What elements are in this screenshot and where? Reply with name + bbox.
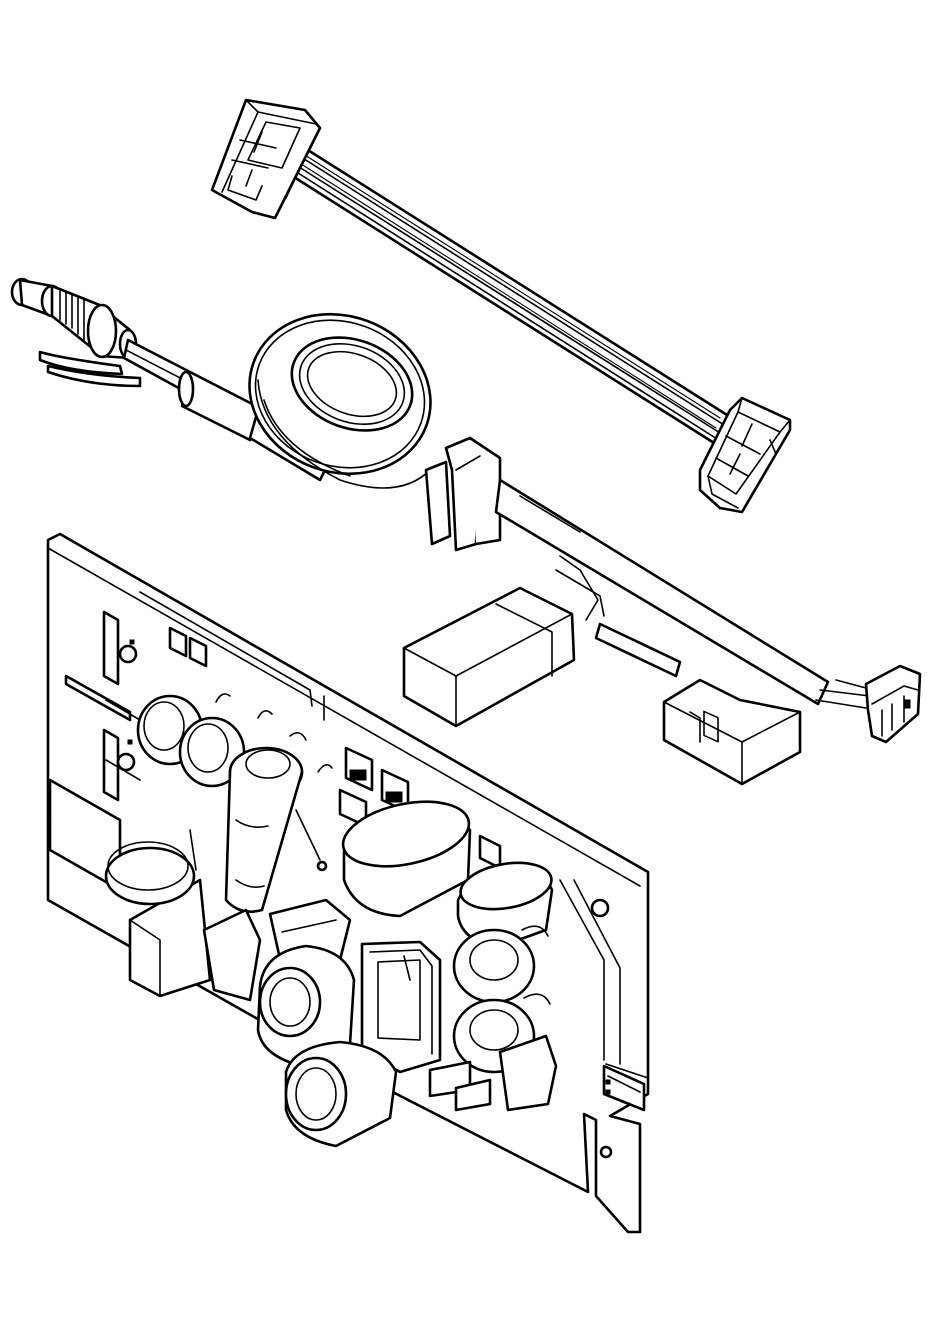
cable-sleeve [177, 370, 262, 442]
bottom-cylinders [256, 944, 398, 1148]
ribbon-connector-bottom [698, 396, 792, 514]
square-pads [168, 626, 208, 668]
housing-left [402, 586, 576, 728]
large-capacitors [341, 800, 554, 950]
main-cable [494, 478, 830, 706]
ribbon-cable-harness [210, 98, 792, 514]
round-cap [104, 829, 197, 906]
terminal-tabs [48, 610, 141, 892]
round-plug [10, 277, 138, 360]
ribbon-connector-top [210, 98, 322, 220]
power-cable-with-connector [10, 277, 922, 744]
ic-chips [338, 746, 502, 870]
loose-wire-end-1 [38, 350, 124, 376]
housing-right [662, 678, 802, 786]
mounting-hole-right [590, 898, 610, 918]
edge-connector [602, 1064, 646, 1112]
box-housings [402, 586, 802, 786]
ribbon-wires [284, 138, 737, 450]
tall-capacitor [224, 732, 333, 913]
printed-circuit-board [46, 532, 650, 1234]
loose-wire-end-2 [46, 364, 142, 388]
toroid-coils [136, 693, 273, 788]
end-connector [815, 664, 922, 744]
mounting-hole-bottom [599, 1145, 613, 1159]
cable-coil [248, 312, 432, 489]
cable-clamp [424, 436, 502, 552]
